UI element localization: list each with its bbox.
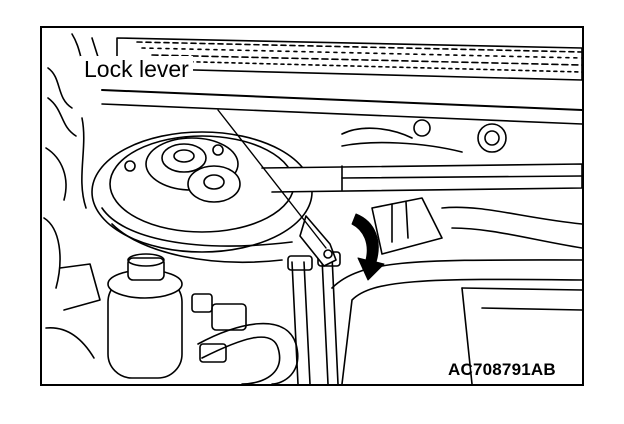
engine-bay-drawing	[43, 33, 582, 384]
figure-code: AC708791AB	[448, 360, 556, 379]
lower-right-box	[331, 259, 582, 384]
fluid-reservoir	[107, 253, 183, 379]
lock-lever-label: Lock lever	[80, 56, 193, 82]
right-components	[341, 119, 582, 255]
vertical-rods	[287, 251, 341, 384]
rotate-direction-arrow-icon	[351, 213, 385, 281]
leader-line	[217, 109, 327, 249]
strut-mount	[91, 131, 313, 263]
brace-rod	[261, 163, 582, 193]
cowl-top-panel	[101, 37, 582, 125]
lock-lever	[299, 215, 337, 267]
illustration-frame	[40, 26, 584, 386]
hose	[191, 293, 299, 384]
left-background-lines	[43, 33, 105, 359]
